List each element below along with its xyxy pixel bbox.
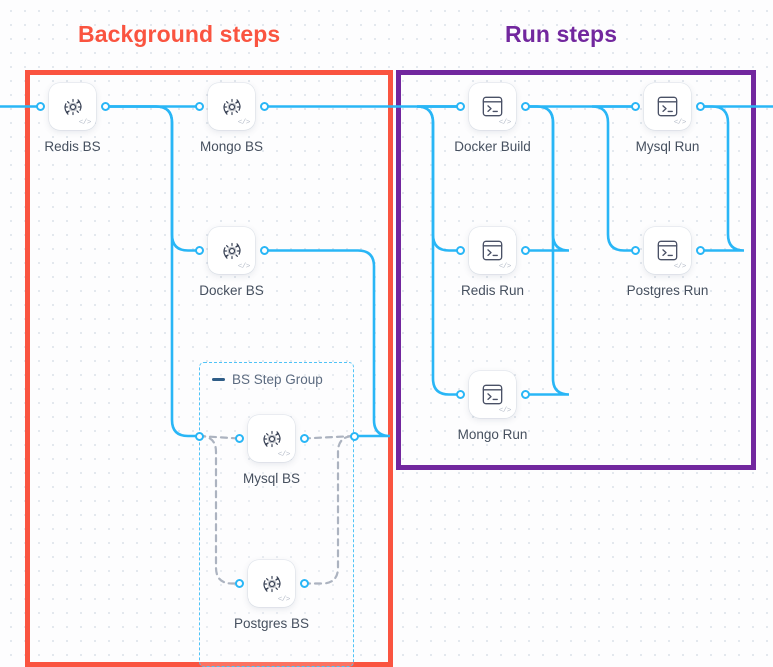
port-group-left[interactable]: [194, 431, 204, 441]
port-out-postgres-run[interactable]: [695, 246, 705, 255]
gear-process-icon: [262, 430, 281, 447]
node-redis-bs[interactable]: </> Redis BS: [44, 83, 101, 154]
gear-process-icon: [63, 98, 82, 115]
node-card-docker-build[interactable]: </>: [469, 83, 516, 130]
minus-icon[interactable]: [212, 378, 225, 381]
node-label-redis-run: Redis Run: [460, 283, 525, 298]
gear-process-icon: [222, 242, 241, 259]
port-out-mysql-bs[interactable]: [299, 434, 309, 443]
node-mysql-bs[interactable]: </> Mysql BS: [243, 415, 300, 486]
node-postgres-run[interactable]: </> Postgres Run: [627, 227, 708, 298]
code-badge-icon: </>: [277, 450, 291, 459]
port-out-redis-run[interactable]: [520, 246, 530, 255]
code-badge-icon: </>: [498, 262, 512, 271]
port-in-mongo-bs[interactable]: [194, 102, 204, 111]
port-out-docker-bs[interactable]: [259, 246, 269, 255]
node-card-redis-bs[interactable]: </>: [49, 83, 96, 130]
node-label-mysql-run: Mysql Run: [635, 139, 700, 154]
terminal-icon: [482, 384, 503, 405]
code-badge-icon: </>: [673, 262, 687, 271]
port-out-postgres-bs[interactable]: [299, 579, 309, 588]
annotation-box-background-steps: [25, 70, 393, 667]
section-title-run-steps: Run steps: [505, 21, 618, 47]
node-label-mongo-run: Mongo Run: [457, 427, 528, 442]
port-in-mysql-run[interactable]: [630, 102, 640, 111]
code-badge-icon: </>: [673, 118, 687, 127]
node-docker-bs[interactable]: </> Docker BS: [199, 227, 264, 298]
node-label-mysql-bs: Mysql BS: [242, 471, 301, 486]
code-badge-icon: </>: [237, 118, 251, 127]
node-card-mongo-run[interactable]: </>: [469, 371, 516, 418]
annotation-box-run-steps: [396, 70, 756, 470]
node-label-postgres-run: Postgres Run: [626, 283, 709, 298]
port-in-redis-bs[interactable]: [35, 102, 45, 111]
node-mysql-run[interactable]: </> Mysql Run: [636, 83, 699, 154]
code-badge-icon: </>: [498, 406, 512, 415]
step-group-label: BS Step Group: [232, 372, 323, 387]
terminal-icon: [482, 240, 503, 261]
code-badge-icon: </>: [237, 262, 251, 271]
port-out-mongo-bs[interactable]: [259, 102, 269, 111]
node-card-postgres-run[interactable]: </>: [644, 227, 691, 274]
step-group-header[interactable]: BS Step Group: [212, 372, 323, 387]
node-label-postgres-bs: Postgres BS: [233, 616, 310, 631]
node-redis-run[interactable]: </> Redis Run: [461, 227, 524, 298]
port-out-mysql-run[interactable]: [695, 102, 705, 111]
port-in-docker-build[interactable]: [455, 102, 465, 111]
section-title-background-steps: Background steps: [78, 21, 281, 47]
port-in-postgres-bs[interactable]: [234, 579, 244, 588]
code-badge-icon: </>: [498, 118, 512, 127]
port-in-mysql-bs[interactable]: [234, 434, 244, 443]
port-in-redis-run[interactable]: [455, 246, 465, 255]
terminal-icon: [657, 96, 678, 117]
port-out-docker-build[interactable]: [520, 102, 530, 111]
node-card-postgres-bs[interactable]: </>: [248, 560, 295, 607]
node-card-mysql-bs[interactable]: </>: [248, 415, 295, 462]
node-docker-build[interactable]: </> Docker Build: [454, 83, 531, 154]
node-mongo-run[interactable]: </> Mongo Run: [458, 371, 527, 442]
code-badge-icon: </>: [277, 595, 291, 604]
port-in-postgres-run[interactable]: [630, 246, 640, 255]
gear-process-icon: [222, 98, 241, 115]
terminal-icon: [482, 96, 503, 117]
node-postgres-bs[interactable]: </> Postgres BS: [234, 560, 309, 631]
node-mongo-bs[interactable]: </> Mongo BS: [200, 83, 263, 154]
node-label-docker-bs: Docker BS: [199, 283, 264, 298]
port-group-right[interactable]: [349, 431, 359, 441]
node-card-redis-run[interactable]: </>: [469, 227, 516, 274]
port-out-redis-bs[interactable]: [100, 102, 110, 111]
port-out-mongo-run[interactable]: [520, 390, 530, 399]
node-card-docker-bs[interactable]: </>: [208, 227, 255, 274]
terminal-icon: [657, 240, 678, 261]
gear-process-icon: [262, 575, 281, 592]
port-in-docker-bs[interactable]: [194, 246, 204, 255]
code-badge-icon: </>: [78, 118, 92, 127]
node-card-mongo-bs[interactable]: </>: [208, 83, 255, 130]
node-label-docker-build: Docker Build: [454, 139, 531, 154]
port-in-mongo-run[interactable]: [455, 390, 465, 399]
node-card-mysql-run[interactable]: </>: [644, 83, 691, 130]
node-label-redis-bs: Redis BS: [44, 139, 101, 154]
node-label-mongo-bs: Mongo BS: [199, 139, 264, 154]
